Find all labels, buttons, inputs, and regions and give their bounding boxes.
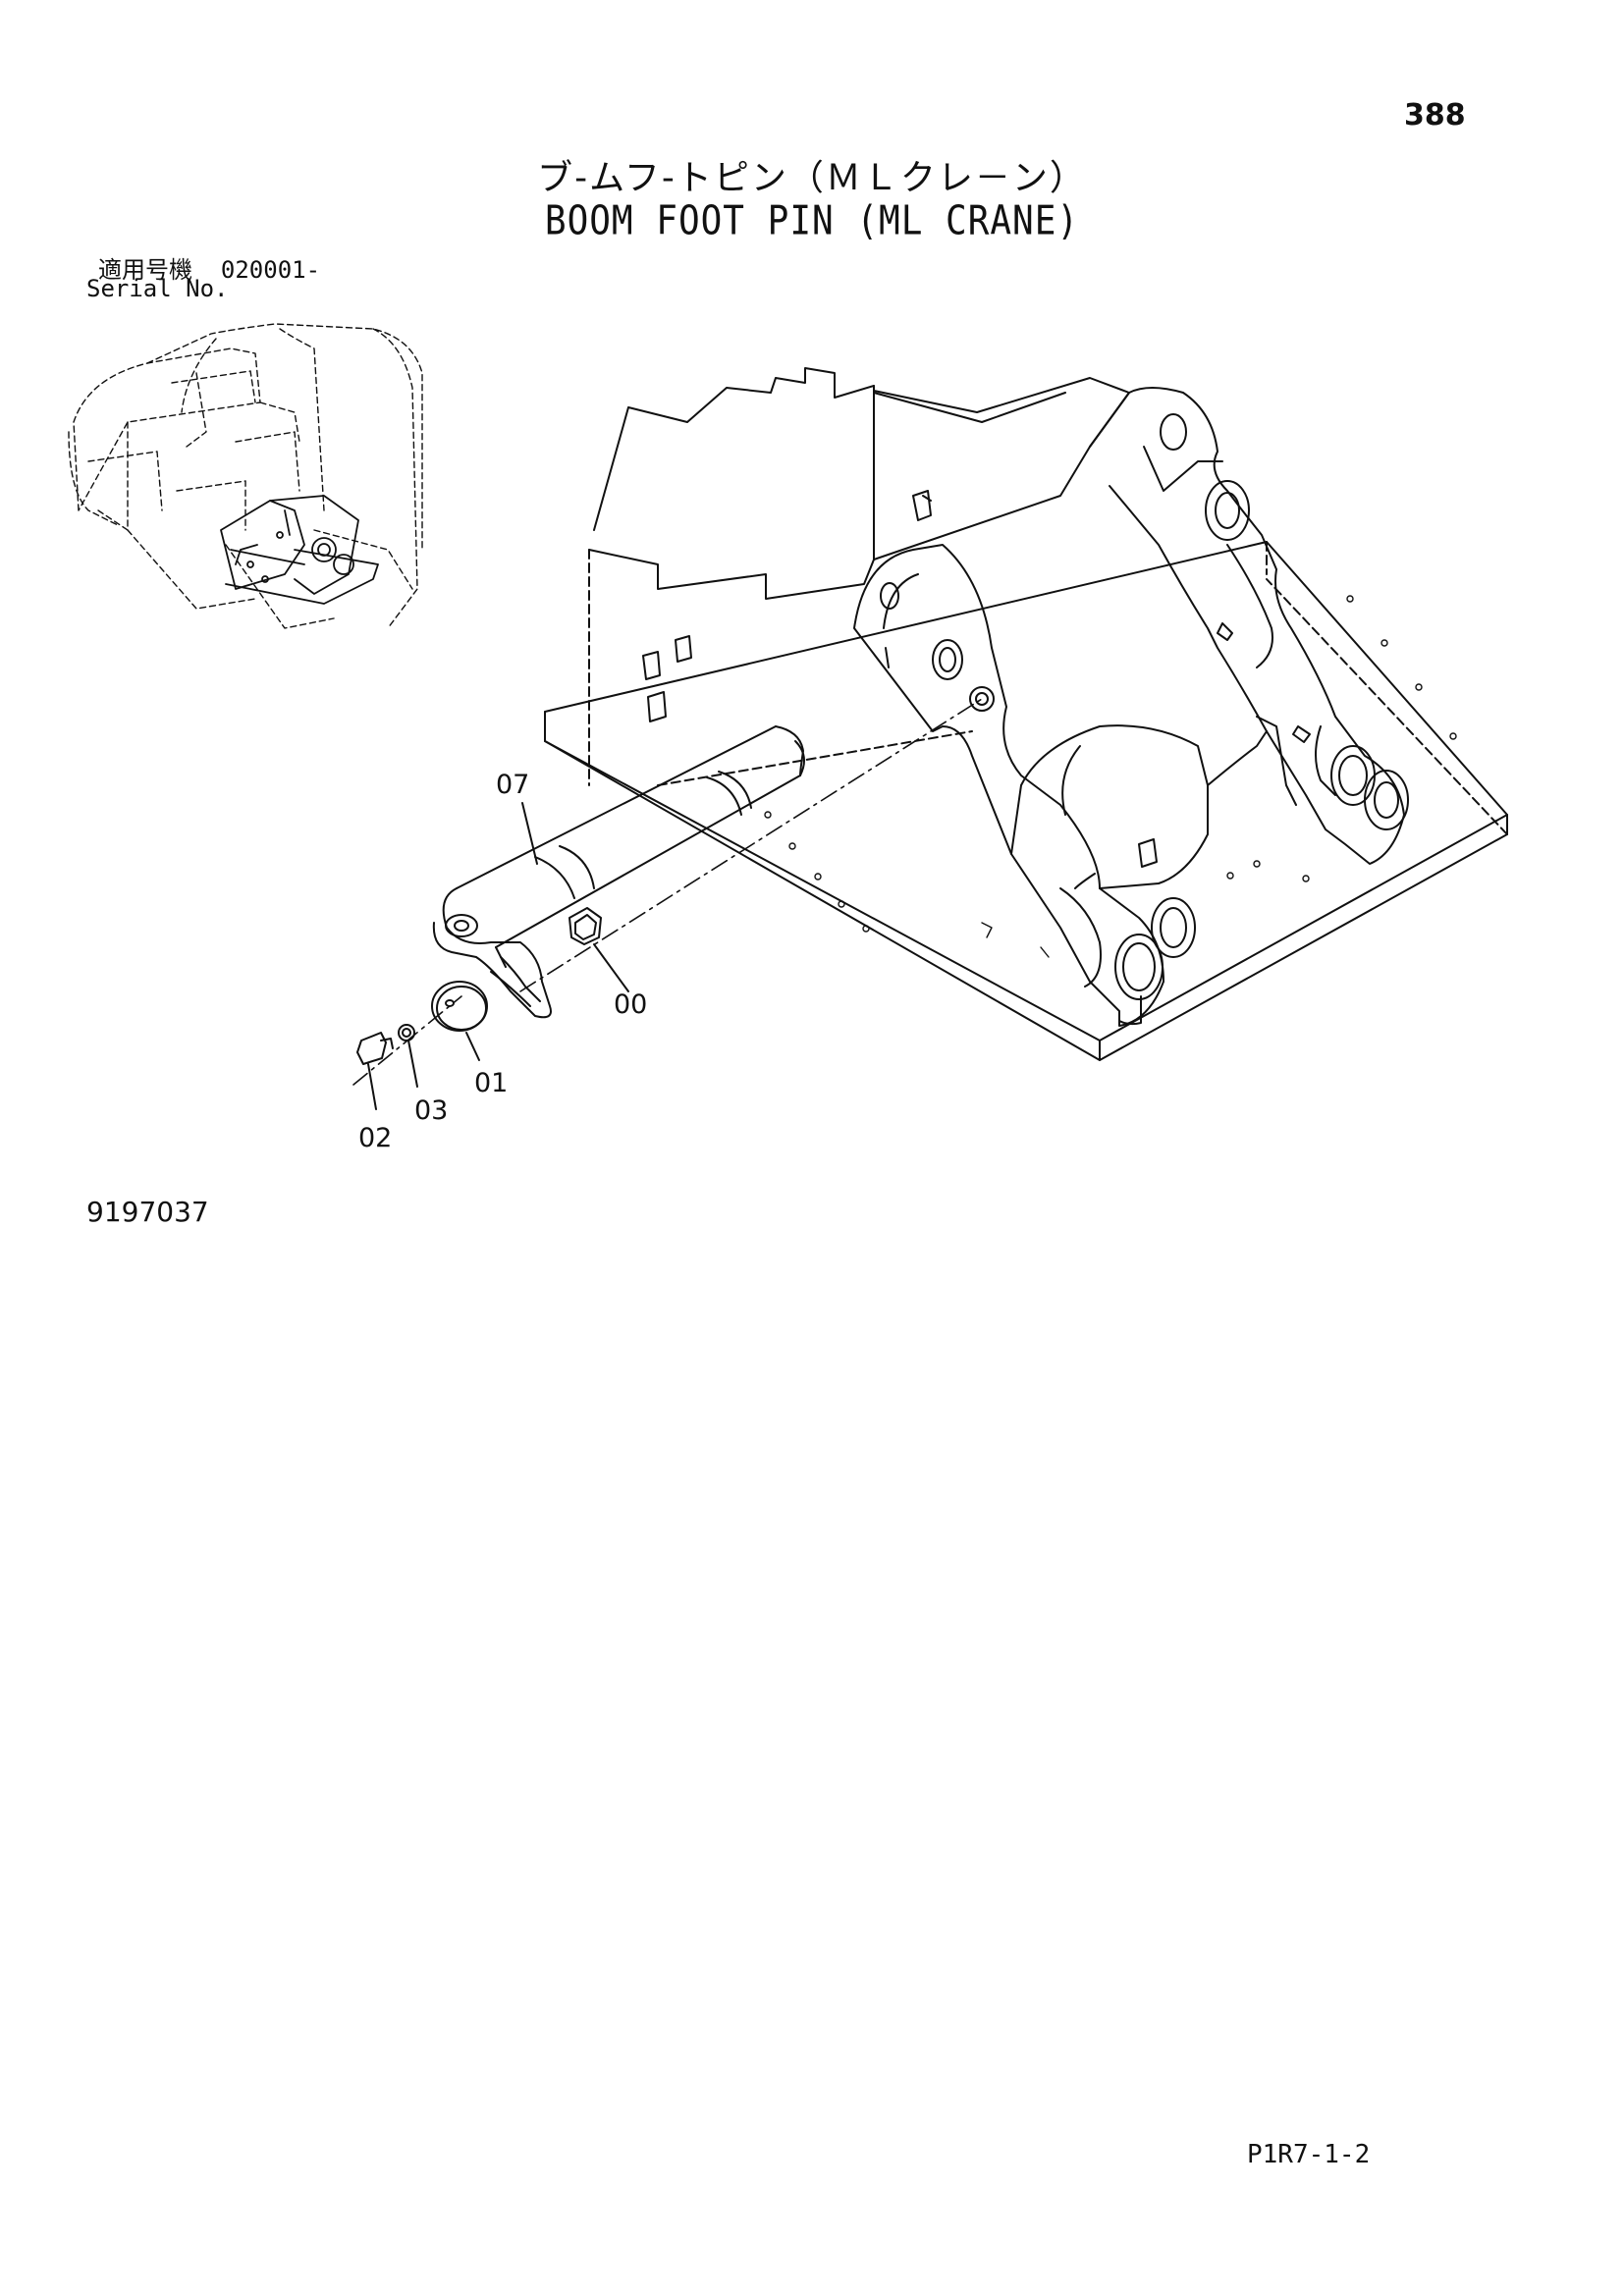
callout-plate: 01 [474, 1068, 508, 1098]
callout-washer: 03 [414, 1095, 448, 1126]
boom-foot-frame [544, 367, 1508, 1061]
serial-label-japanese: 適用号機 [98, 256, 192, 284]
page-title-japanese: ブ-ムフ-トピン（ＭＬクレ－ン） [537, 158, 1087, 198]
machine-location-inset [68, 323, 423, 629]
page-code: P1R7-1-2 [1247, 2140, 1371, 2169]
page-title: BOOM FOOT PIN (ML CRANE) [544, 197, 1080, 245]
callout-pin: 07 [496, 770, 529, 800]
serial-range: 適用号機 020001- [98, 250, 320, 285]
callout-nut: 00 [614, 989, 647, 1020]
figure-number: 9197037 [86, 1196, 209, 1228]
pin-assembly [352, 698, 983, 1110]
serial-label: Serial No. [86, 275, 229, 302]
callout-bolt: 02 [358, 1123, 392, 1153]
page-number: 388 [1404, 98, 1466, 133]
serial-range-value: 020001- [220, 256, 321, 284]
